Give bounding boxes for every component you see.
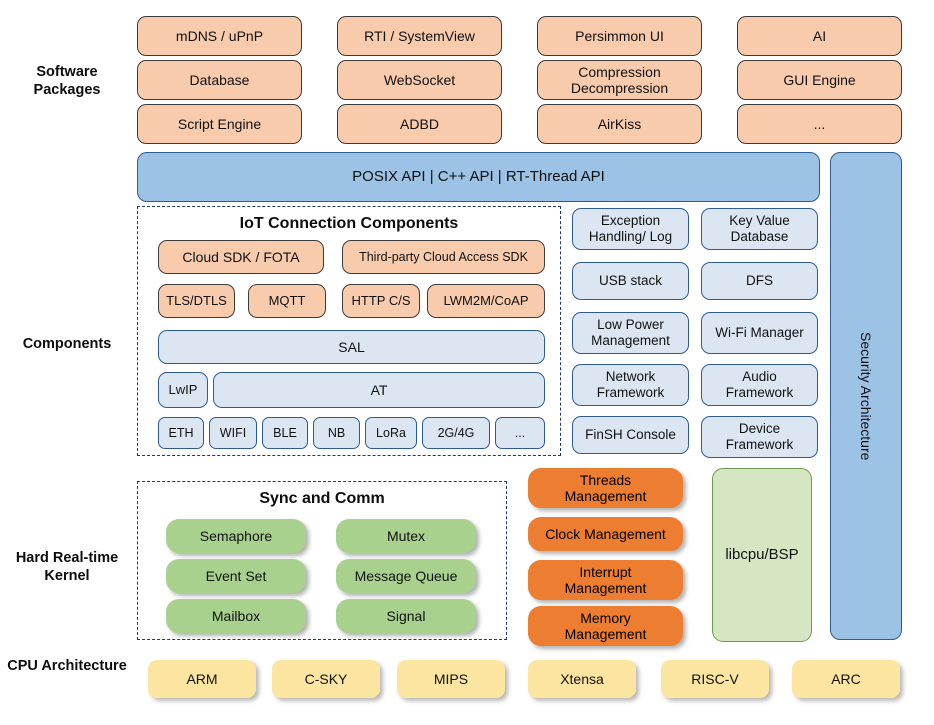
cpu-c-sky[interactable]: C-SKY [272,660,380,698]
iot-link-more[interactable]: ... [495,417,545,449]
libcpu-bsp-box[interactable]: libcpu/BSP [712,468,812,642]
kernel-memory-management[interactable]: Memory Management [528,606,683,646]
component-dfs[interactable]: DFS [701,262,818,300]
iot-cloud-sdk-fota[interactable]: Cloud SDK / FOTA [158,240,324,274]
security-architecture-label: Security Architecture [858,331,874,461]
kernel-interrupt-management[interactable]: Interrupt Management [528,560,683,600]
cpu-mips[interactable]: MIPS [397,660,505,698]
iot-link-2g-4g[interactable]: 2G/4G [422,417,490,449]
kernel-signal[interactable]: Signal [336,599,476,633]
iot-at[interactable]: AT [213,372,545,408]
iot-link-wifi[interactable]: WIFI [209,417,257,449]
kernel-mailbox[interactable]: Mailbox [166,599,306,633]
component-device-framework[interactable]: Device Framework [701,416,818,458]
component-network-framework[interactable]: Network Framework [572,364,689,406]
iot-lwip[interactable]: LwIP [158,372,208,408]
cpu-xtensa[interactable]: Xtensa [528,660,636,698]
iot-link-nb[interactable]: NB [313,417,360,449]
row-label-kernel: Hard Real-time Kernel [15,550,119,584]
component-finsh-console[interactable]: FinSH Console [572,416,689,454]
iot-lwm2m-coap[interactable]: LWM2M/CoAP [427,284,545,318]
row-label-components: Components [22,336,112,352]
row-label-software-packages: Software Packages [33,64,101,98]
iot-link-eth[interactable]: ETH [158,417,204,449]
security-architecture-bar[interactable]: Security Architecture [830,152,902,640]
iot-tls-dtls[interactable]: TLS/DTLS [158,284,235,318]
sync-group-title: Sync and Comm [259,490,385,507]
package-rti-systemview[interactable]: RTI / SystemView [337,16,502,56]
component-usb-stack[interactable]: USB stack [572,262,689,300]
cpu-risc-v[interactable]: RISC-V [661,660,769,698]
kernel-event-set[interactable]: Event Set [166,559,306,593]
package-more[interactable]: ... [737,104,902,144]
package-persimmon-ui[interactable]: Persimmon UI [537,16,702,56]
iot-link-ble[interactable]: BLE [262,417,308,449]
iot-connection-components-group: IoT Connection Components [137,206,561,456]
iot-sal[interactable]: SAL [158,330,545,364]
iot-link-lora[interactable]: LoRa [365,417,417,449]
package-websocket[interactable]: WebSocket [337,60,502,100]
component-wifi-manager[interactable]: Wi-Fi Manager [701,312,818,354]
sync-and-comm-group: Sync and Comm [137,481,507,640]
package-adbd[interactable]: ADBD [337,104,502,144]
kernel-threads-management[interactable]: Threads Management [528,468,683,508]
package-airkiss[interactable]: AirKiss [537,104,702,144]
kernel-mutex[interactable]: Mutex [336,519,476,553]
package-mdns-upnp[interactable]: mDNS / uPnP [137,16,302,56]
component-audio-framework[interactable]: Audio Framework [701,364,818,406]
component-low-power-management[interactable]: Low Power Management [572,312,689,354]
iot-http-cs[interactable]: HTTP C/S [342,284,420,318]
iot-group-title: IoT Connection Components [239,215,459,232]
row-label-cpu: CPU Architecture [7,658,127,674]
component-exception-handling-log[interactable]: Exception Handling/ Log [572,208,689,250]
kernel-message-queue[interactable]: Message Queue [336,559,476,593]
package-ai[interactable]: AI [737,16,902,56]
iot-mqtt[interactable]: MQTT [248,284,326,318]
kernel-semaphore[interactable]: Semaphore [166,519,306,553]
cpu-arm[interactable]: ARM [148,660,256,698]
package-script-engine[interactable]: Script Engine [137,104,302,144]
package-compression-decompression[interactable]: Compression Decompression [537,60,702,100]
package-gui-engine[interactable]: GUI Engine [737,60,902,100]
api-bar[interactable]: POSIX API | C++ API | RT-Thread API [137,152,820,202]
iot-third-party-cloud-access-sdk[interactable]: Third-party Cloud Access SDK [342,240,545,274]
component-key-value-database[interactable]: Key Value Database [701,208,818,250]
kernel-clock-management[interactable]: Clock Management [528,517,683,551]
package-database[interactable]: Database [137,60,302,100]
cpu-arc[interactable]: ARC [792,660,900,698]
